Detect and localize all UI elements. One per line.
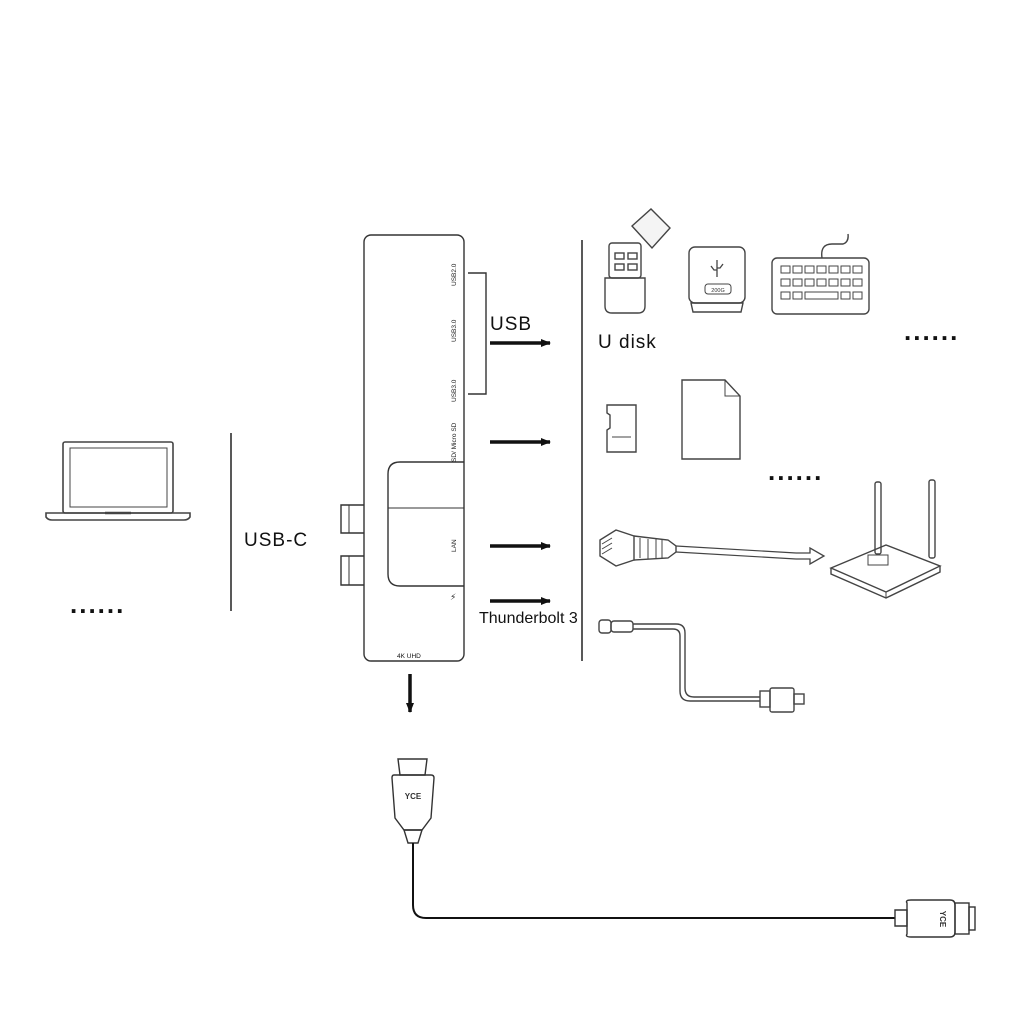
hdmi-brand-top: YCE xyxy=(405,792,422,801)
usb-c-label: USB-C xyxy=(244,530,309,551)
hub-body xyxy=(340,234,465,662)
keyboard-icon xyxy=(771,233,870,315)
port-label-usb2: USB2.0 xyxy=(451,263,458,286)
hdmi-cable-icon xyxy=(391,758,976,938)
laptop-icon xyxy=(45,441,191,521)
sd-card-icon xyxy=(681,379,741,460)
ellipsis-left: ...... xyxy=(70,589,125,619)
port-label-lan: LAN xyxy=(451,539,458,552)
u-disk-label: U disk xyxy=(598,332,657,353)
micro-sd-card-icon xyxy=(606,404,637,453)
thunderbolt-cable-icon xyxy=(598,619,805,713)
hdmi-brand-bottom: YCE xyxy=(938,911,947,928)
ellipsis-card-row: ...... xyxy=(768,456,823,486)
port-label-hdmi: 4K UHD xyxy=(397,653,421,660)
port-label-usb3-b: USB3.0 xyxy=(451,379,458,402)
thunderbolt-symbol: ⚡ xyxy=(450,593,457,603)
router-icon xyxy=(829,479,942,599)
arrows xyxy=(406,339,551,713)
usb-bracket xyxy=(468,272,487,395)
portable-drive-icon xyxy=(688,246,746,313)
ethernet-cable-icon xyxy=(599,529,797,567)
usb-label: USB xyxy=(490,314,533,335)
usb-flash-drive-icon xyxy=(604,208,671,314)
ellipsis-usb-row: ...... xyxy=(904,316,959,346)
port-label-usb3-a: USB3.0 xyxy=(451,319,458,342)
open-arrow-to-router xyxy=(796,546,826,566)
thunderbolt-label: Thunderbolt 3 xyxy=(479,610,578,627)
port-label-sd: SD/ Micro SD xyxy=(451,422,458,462)
drive-capacity: 200G xyxy=(711,288,724,294)
